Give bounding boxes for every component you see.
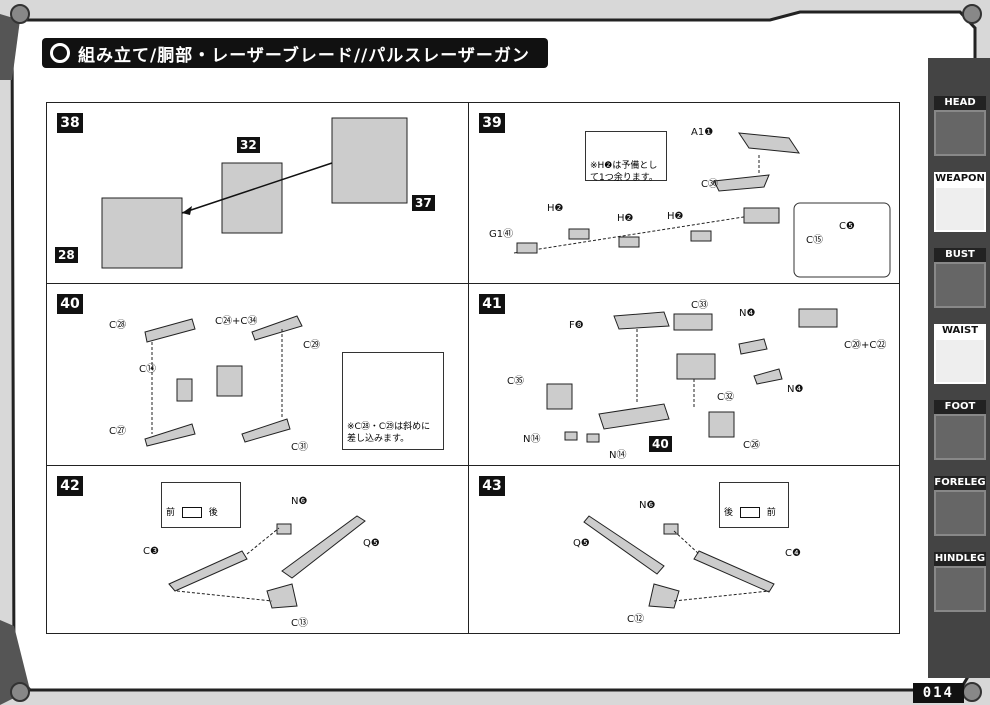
part-label: C❹: [785, 548, 801, 559]
step-39-diagram: [513, 132, 891, 278]
part-label: H❷: [617, 213, 634, 224]
tab-hindleg[interactable]: HINDLEG: [934, 552, 986, 612]
tab-label: FOOT: [934, 400, 986, 414]
tab-label: HEAD: [934, 96, 986, 110]
step-40-panel: 40 ※C㉘・C㉙は斜めに差し込みます。 C㉘ C㉔+C㉞ C㉙ C⑭ C㉗ C…: [46, 283, 470, 466]
part-label: A1❶: [691, 127, 714, 138]
part-label: N⑭: [523, 434, 541, 445]
weapon-thumbnail-icon: [934, 186, 986, 232]
step-40-diagram: [144, 315, 426, 447]
part-label: C㉛: [291, 442, 308, 453]
part-label: Q❺: [363, 538, 380, 549]
part-shape: [181, 507, 202, 518]
part-label: N❹: [787, 384, 804, 395]
spare-part-note: ※H❷は予備として1つ余ります。: [585, 131, 667, 183]
tab-foreleg[interactable]: FORELEG: [934, 476, 986, 536]
part-label: C㉚: [701, 179, 718, 190]
tab-label: WAIST: [934, 324, 986, 338]
step-number: 42: [57, 476, 83, 496]
part-label: C㉗: [109, 426, 126, 437]
part-label: N❻: [291, 496, 308, 507]
step-43-diagram: [583, 515, 775, 609]
part-label: C⑭: [139, 364, 156, 375]
gear-icon: [50, 43, 70, 63]
part-label: C❸: [143, 546, 159, 557]
part-label: C⑮: [806, 235, 823, 246]
step-number: 41: [479, 294, 505, 314]
tab-waist[interactable]: WAIST: [934, 324, 986, 384]
step-41-diagram: [546, 308, 838, 443]
step-38-diagram: [101, 117, 408, 269]
part-tag: 32: [237, 137, 260, 153]
step-43-panel: 43 後 前 N❻ C❹ Q❺ C⑫: [468, 465, 900, 634]
tab-head[interactable]: HEAD: [934, 96, 986, 156]
hindleg-thumbnail-icon: [934, 566, 986, 612]
part-tag: 37: [412, 195, 435, 211]
head-thumbnail-icon: [934, 110, 986, 156]
part-label: C❺: [839, 221, 855, 232]
part-shape: [739, 507, 760, 518]
foreleg-thumbnail-icon: [934, 490, 986, 536]
part-label: C⑬: [291, 618, 308, 629]
tab-foot[interactable]: FOOT: [934, 400, 986, 460]
tab-label: FORELEG: [934, 476, 986, 490]
part-label: C㉙: [303, 340, 320, 351]
section-title: 組み立て/胴部・レーザーブレード//パルスレーザーガン: [78, 45, 530, 66]
part-label: G1㊶: [489, 229, 514, 240]
part-label: F❽: [569, 320, 584, 331]
part-label: N⑭: [609, 450, 627, 461]
part-label: N❻: [639, 500, 656, 511]
tab-label: WEAPON: [934, 172, 986, 186]
part-label: C㉝: [691, 300, 708, 311]
step-42-diagram: [168, 515, 366, 609]
foot-thumbnail-icon: [934, 414, 986, 460]
insert-note: ※C㉘・C㉙は斜めに差し込みます。: [342, 352, 444, 450]
orientation-note: 前 後: [161, 482, 241, 528]
part-label: N❹: [739, 308, 756, 319]
tab-label: HINDLEG: [934, 552, 986, 566]
part-label: H❷: [547, 203, 564, 214]
part-label: C⑫: [627, 614, 644, 625]
step-38-panel: 38 32 37 28: [46, 102, 470, 284]
section-sidebar: HEAD WEAPON BUST WAIST FOOT FORELEG HIND…: [928, 58, 990, 678]
step-number: 39: [479, 113, 505, 133]
part-tag: 28: [55, 247, 78, 263]
part-tag: 40: [649, 436, 672, 452]
page-number: 014: [912, 683, 964, 703]
orientation-note: 後 前: [719, 482, 789, 528]
step-42-panel: 42 前 後 N❻ C❸ Q❺ C⑬: [46, 465, 470, 634]
step-number: 38: [57, 113, 83, 133]
part-label: Q❺: [573, 538, 590, 549]
front-label: 前: [166, 508, 176, 518]
tab-label: BUST: [934, 248, 986, 262]
rear-label: 後: [208, 508, 218, 518]
step-39-panel: 39 ※H❷は予備として1つ余ります。 A1❶ C㉚ H❷ H❷ H❷ G1㊶ …: [468, 102, 900, 284]
part-label: C㉖: [743, 440, 760, 451]
bust-thumbnail-icon: [934, 262, 986, 308]
part-label: C⑳+C㉒: [844, 340, 887, 351]
part-label: C㉔+C㉞: [215, 316, 258, 327]
section-title-bar: 組み立て/胴部・レーザーブレード//パルスレーザーガン: [42, 38, 548, 68]
part-label: H❷: [667, 211, 684, 222]
rear-label: 後: [724, 508, 734, 518]
tab-bust[interactable]: BUST: [934, 248, 986, 308]
front-label: 前: [766, 508, 776, 518]
part-label: C㉜: [717, 392, 734, 403]
step-41-panel: 41 C㉝ F❽ N❹ C⑳+C㉒ C㉟ C㉜ N❹ N⑭ N⑭ C㉖ 40: [468, 283, 900, 466]
tab-weapon[interactable]: WEAPON: [934, 172, 986, 232]
waist-thumbnail-icon: [934, 338, 986, 384]
part-label: C㉘: [109, 320, 126, 331]
part-label: C㉟: [507, 376, 524, 387]
step-number: 40: [57, 294, 83, 314]
step-number: 43: [479, 476, 505, 496]
